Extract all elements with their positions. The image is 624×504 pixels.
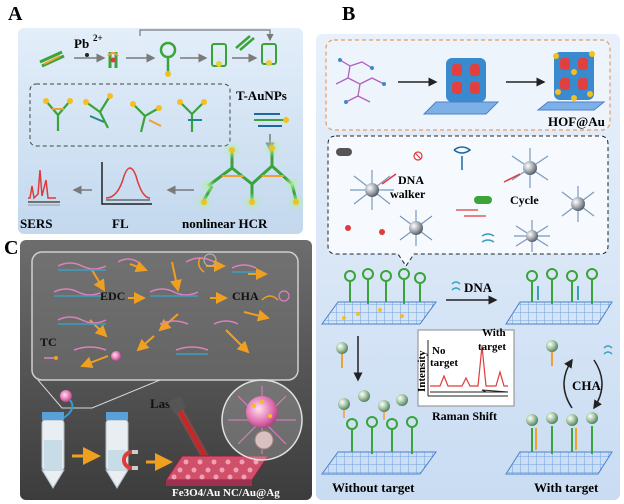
panel-b-letter: B [342,3,355,25]
tube-1 [41,412,65,489]
edc-label: EDC [100,289,125,303]
walker-label-line2: walker [390,187,426,201]
probe-sphere-b2 [546,340,558,352]
cha-label-c: CHA [232,289,259,303]
no-cleavage-icon [413,151,423,161]
lead-ion-label: Pb [74,36,89,51]
red-marker-2 [379,229,385,235]
fl-spectrum-icon [101,162,152,205]
no-target-spectrum [430,389,509,393]
cha-label-b: CHA [572,378,602,393]
with-target-spectrum [430,345,508,387]
cha-wave-icon [603,345,613,355]
raman-y-axis-label: Intensity [416,350,428,392]
pink-particle [60,390,72,402]
sers-spectrum-icon [28,169,60,206]
raman-inset [417,329,515,407]
dna-walker-callout [327,135,609,267]
dna-duplex-strand [39,50,65,68]
walker-nanoparticles [350,148,595,252]
linker-molecule [335,58,386,104]
walker-label-line1: DNA [398,173,424,187]
no-target-label-line1: No [432,345,446,357]
without-target-label: Without target [332,480,415,495]
with-target-label-line1: With [482,327,506,339]
readout-label-sers: SERS [20,216,53,231]
raman-spectrum-plot [427,340,509,397]
dna-arrow-wave-icon [451,281,461,291]
dna-wave-icon [481,233,495,243]
substrate-with-target [505,412,613,475]
panel-c-letter: C [4,237,18,259]
cha-arrow-down [593,359,603,410]
panel-c-background [20,240,312,500]
tc-label: TC [40,335,57,349]
probe-sphere-b1 [336,342,348,354]
no-target-label-line2: target [430,357,458,369]
red-marker-1 [345,225,351,231]
walker-switch-off-icon [336,148,352,156]
hof-framework [422,58,500,115]
magnet-icon [122,450,138,470]
edc-cha-scheme [44,253,290,369]
dna-arrow-label: DNA [464,280,493,295]
hairpin-icon [453,146,472,170]
cycle-label: Cycle [510,193,539,207]
substrate-label: Fe3O4/Au NC/Au@Ag [172,487,280,499]
aptamer-reaction-row: Pb 2+ [39,29,277,77]
panel-a-letter: A [8,3,23,25]
cha-arrow-up [563,358,573,409]
inset-probes [43,93,207,133]
nanoparticle-inset-box [29,83,231,147]
lead-ion-charge: 2+ [93,33,103,43]
callout-lines [37,379,161,409]
recycle-arrow [139,29,274,42]
readout-label-fl: FL [112,216,129,231]
aunp-probe-strands [254,113,289,127]
nanoparticle-label: T-AuNPs [236,88,287,103]
microplate [165,455,269,486]
nonlinear-hcr-structure [195,139,305,211]
lead-ion-dot [85,53,89,57]
substrate-after-dna [505,268,613,325]
magnified-particle [228,386,296,454]
panel-b: B H [316,3,620,500]
walker-switch-on-icon [474,196,492,204]
hof-au-label: HOF@Au [548,114,605,129]
with-target-label-line2: target [478,341,506,353]
panel-a-background [18,28,303,234]
raman-x-axis-label: Raman Shift [432,409,497,423]
hof-au-framework [536,51,606,111]
panel-a: A Pb 2+ [8,3,305,234]
with-target-label: With target [534,480,599,495]
readout-label-hcr: nonlinear HCR [182,216,268,231]
substrate-before-dna [321,268,437,325]
laser-beam [168,396,212,464]
substrate-without-target [321,390,437,475]
panel-c: C [4,237,312,500]
released-strands [456,209,486,217]
